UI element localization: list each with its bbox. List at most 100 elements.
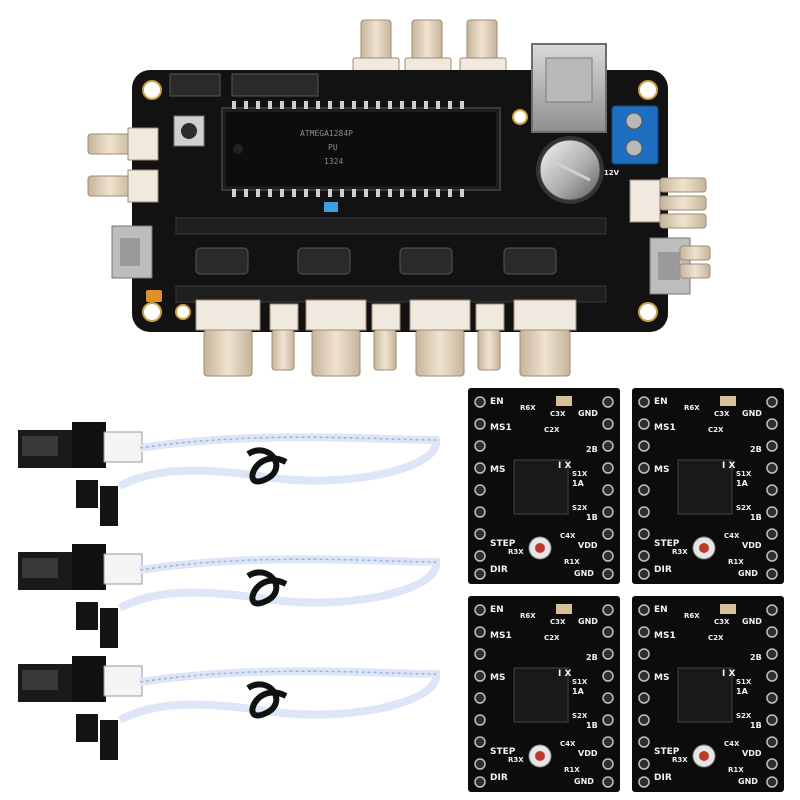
pin-label-en: EN [490,397,504,407]
label-c2x: C2X [708,426,724,434]
driver-ic [677,667,733,723]
pin-label-2b: 2B [586,445,598,454]
pin-label-step: STEP [490,539,516,549]
bottom-motor-connectors [195,299,577,377]
label-r3x: R3X [508,548,524,556]
driver-pin-holes [474,604,614,788]
driver-capacitor [720,396,736,406]
pin-label-vdd: VDD [578,749,598,758]
pin-label-ms1: MS1 [654,423,676,433]
label-c2x: C2X [544,634,560,642]
driver-pin-holes [638,604,778,788]
left-side-connectors [87,127,159,203]
driver-sockets [146,202,607,303]
driver-potentiometer [528,536,552,560]
pin-label-gnd-bottom: GND [574,777,594,786]
pin-label-gnd-top: GND [742,617,762,626]
usb-b-connector [531,43,607,133]
ic-marking: I X [558,669,571,679]
pin-label-ms1: MS1 [490,631,512,641]
pin-label-step: STEP [490,747,516,757]
driver-pin-holes [638,396,778,580]
label-r3x: R3X [672,548,688,556]
label-r1x: R1X [728,766,744,774]
ic-marking: I X [722,461,735,471]
pin-label-gnd-bottom: GND [574,569,594,578]
label-r3x: R3X [508,756,524,764]
pin-label-vdd: VDD [742,749,762,758]
pin-label-2b: 2B [750,445,762,454]
pin-label-dir: DIR [490,773,508,783]
pin-label-vdd: VDD [578,541,598,550]
right-side-connectors [629,177,711,279]
stepper-driver-3: EN MS1 MS STEP DIR GND 2B 1A 1B VDD GND … [468,596,620,792]
pin-label-2b: 2B [586,653,598,662]
pin-label-ms: MS [654,673,669,683]
driver-potentiometer [692,744,716,768]
pin-label-dir: DIR [490,565,508,575]
pin-label-1a: 1A [736,687,749,696]
pin-label-step: STEP [654,747,680,757]
pin-label-1b: 1B [586,513,598,522]
label-s2x: S2X [736,504,752,512]
isp-pin-headers [169,73,319,97]
endstop-cable-3 [18,656,440,760]
microcontroller-chip: ATMEGA1284P PU 1324 [221,101,501,197]
pin-label-1a: 1A [572,479,585,488]
pin-label-1a: 1A [736,479,749,488]
pin-label-ms: MS [490,465,505,475]
label-c3x: C3X [550,410,566,418]
label-c2x: C2X [708,634,724,642]
mounting-holes [142,80,658,322]
pin-label-dir: DIR [654,773,672,783]
pin-label-en: EN [490,605,504,615]
label-c4x: C4X [724,532,740,540]
pin-label-ms1: MS1 [490,423,512,433]
label-s2x: S2X [572,712,588,720]
pin-label-1b: 1B [586,721,598,730]
terminal-label: +12V [598,169,620,177]
label-c3x: C3X [714,410,730,418]
driver-ic [513,459,569,515]
pin-label-2b: 2B [750,653,762,662]
stepper-driver-2: EN MS1 MS STEP DIR GND 2B 1A 1B VDD GND … [632,388,784,584]
stepper-driver-4: EN MS1 MS STEP DIR GND 2B 1A 1B VDD GND … [632,596,784,792]
pin-label-1a: 1A [572,687,585,696]
endstop-cable-1 [18,422,440,526]
ic-marking: I X [558,461,571,471]
endstop-cable-2 [18,544,440,648]
chip-label-part: ATMEGA1284P [300,129,353,138]
driver-ic [513,667,569,723]
pin-label-gnd-top: GND [742,409,762,418]
label-s2x: S2X [736,712,752,720]
label-c3x: C3X [550,618,566,626]
label-s2x: S2X [572,504,588,512]
driver-capacitor [720,604,736,614]
label-c4x: C4X [560,740,576,748]
pin-label-step: STEP [654,539,680,549]
label-r6x: R6X [684,612,700,620]
driver-potentiometer [528,744,552,768]
label-r1x: R1X [728,558,744,566]
electrolytic-capacitor [536,136,604,204]
label-s1x: S1X [736,470,752,478]
pin-label-vdd: VDD [742,541,762,550]
label-r6x: R6X [684,404,700,412]
label-r6x: R6X [520,404,536,412]
label-s1x: S1X [736,678,752,686]
label-c4x: C4X [724,740,740,748]
pin-label-gnd-top: GND [578,617,598,626]
pin-label-ms: MS [654,465,669,475]
pin-label-ms: MS [490,673,505,683]
label-c3x: C3X [714,618,730,626]
pin-label-en: EN [654,397,668,407]
pin-label-gnd-top: GND [578,409,598,418]
label-c4x: C4X [560,532,576,540]
pin-label-dir: DIR [654,565,672,575]
driver-capacitor [556,604,572,614]
main-controller-board: +12V ATMEGA1284P PU 1324 [87,19,711,377]
driver-potentiometer [692,536,716,560]
pin-label-ms1: MS1 [654,631,676,641]
stepper-driver-1: EN MS1 MS STEP DIR GND 2B 1A 1B VDD GND … [468,388,620,584]
